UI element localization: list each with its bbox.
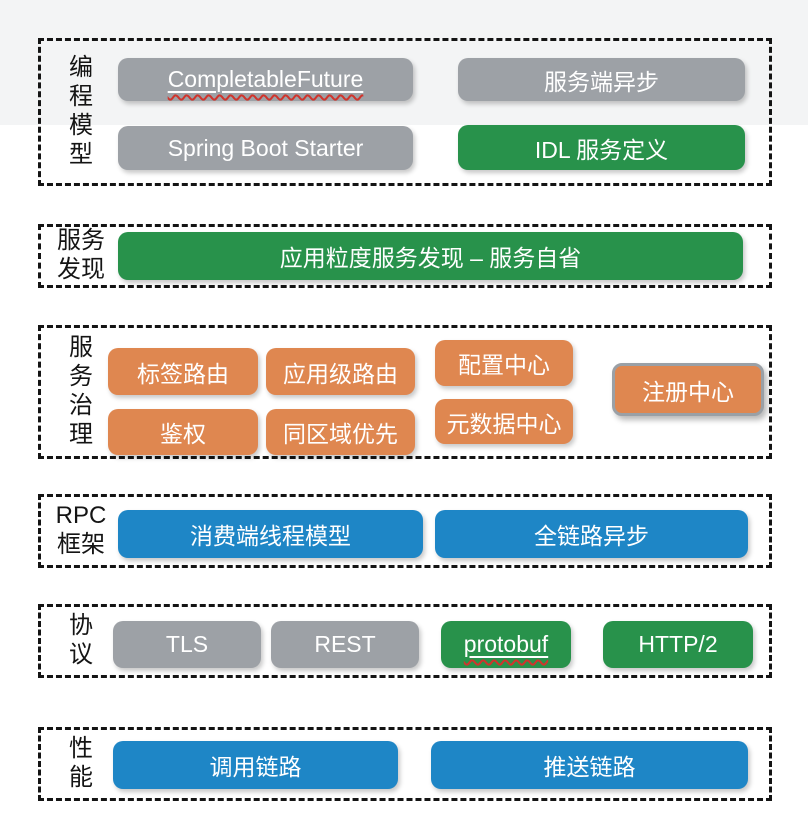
section-label-protocol: 协 议 <box>49 607 113 675</box>
label-line: 模 <box>69 112 93 139</box>
label-line: 理 <box>69 420 93 448</box>
box-tls: TLS <box>113 621 261 668</box>
label-line: 编 <box>69 54 93 82</box>
box-tag-routing: 标签路由 <box>108 348 258 395</box>
section-performance: 性 能 调用链路 推送链路 <box>38 727 772 801</box>
box-spring-boot-starter: Spring Boot Starter <box>118 126 413 170</box>
box-completable-future: CompletableFuture <box>118 58 413 101</box>
label-line: 能 <box>69 764 93 791</box>
section-label-service-discovery: 服务 发现 <box>49 227 113 285</box>
box-server-side-async: 服务端异步 <box>458 58 745 101</box>
box-app-level-routing: 应用级路由 <box>266 348 415 395</box>
section-service-governance: 服 务 治 理 标签路由 应用级路由 配置中心 注册中心 鉴权 同区域优先 元数… <box>38 325 772 459</box>
section-label-service-governance: 服 务 治 理 <box>49 328 113 456</box>
box-http2: HTTP/2 <box>603 621 753 668</box>
box-protobuf: protobuf <box>441 621 571 668</box>
box-label: protobuf <box>463 631 549 657</box>
section-label-rpc-framework: RPC 框架 <box>49 497 113 565</box>
section-rpc-framework: RPC 框架 消费端线程模型 全链路异步 <box>38 494 772 568</box>
label-line: RPC <box>55 502 107 530</box>
box-push-link: 推送链路 <box>431 741 748 789</box>
section-label-performance: 性 能 <box>49 730 113 798</box>
section-service-discovery: 服务 发现 应用粒度服务发现 – 服务自省 <box>38 224 772 288</box>
label-line: 框架 <box>57 531 105 558</box>
label-line: 发现 <box>57 256 105 283</box>
spellcheck-underline: protobuf <box>464 631 548 658</box>
section-label-programming-model: 编 程 模 型 <box>49 41 113 183</box>
box-full-link-async: 全链路异步 <box>435 510 748 558</box>
spellcheck-underline: CompletableFuture <box>168 66 364 93</box>
label-line: 性 <box>69 735 93 763</box>
label-line: 服务 <box>57 227 105 255</box>
box-rest: REST <box>271 621 419 668</box>
box-registry-center: 注册中心 <box>612 363 764 416</box>
box-same-zone-priority: 同区域优先 <box>266 409 415 455</box>
label-line: 程 <box>69 83 93 111</box>
section-programming-model: 编 程 模 型 CompletableFuture 服务端异步 Spring B… <box>38 38 772 186</box>
label-line: 议 <box>69 641 93 668</box>
label-line: 服 <box>69 334 93 362</box>
label-line: 协 <box>69 612 93 640</box>
box-label: CompletableFuture <box>167 66 364 92</box>
box-config-center: 配置中心 <box>435 340 573 386</box>
label-line: 型 <box>69 140 93 168</box>
box-call-link: 调用链路 <box>113 741 398 789</box>
label-line: 治 <box>69 392 93 419</box>
box-app-granularity-service-discovery: 应用粒度服务发现 – 服务自省 <box>118 232 743 280</box>
box-metadata-center: 元数据中心 <box>435 399 573 444</box>
box-idl-service-definition: IDL 服务定义 <box>458 125 745 170</box>
box-authentication: 鉴权 <box>108 409 258 455</box>
box-consumer-thread-model: 消费端线程模型 <box>118 510 423 558</box>
section-protocol: 协 议 TLS REST protobuf HTTP/2 <box>38 604 772 678</box>
label-line: 务 <box>69 363 93 391</box>
